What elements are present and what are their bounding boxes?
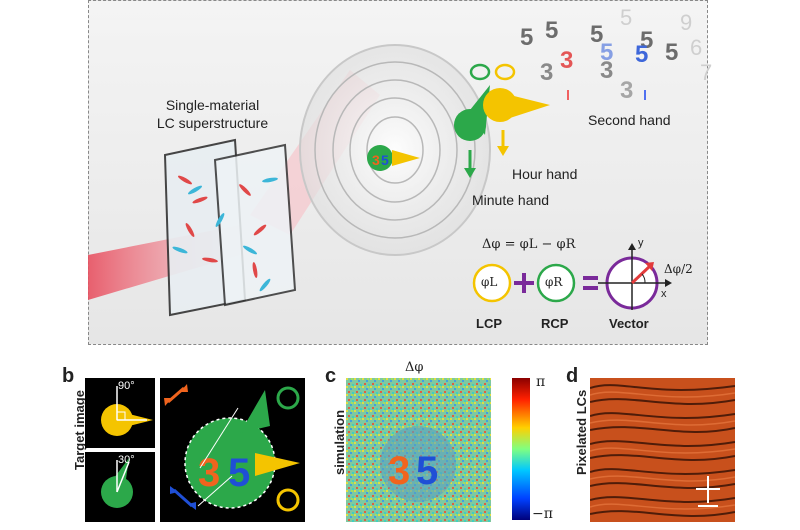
panel-c-letter: c (325, 365, 337, 387)
superstructure-line1: Single-material (165, 97, 260, 113)
rcp-circle (536, 263, 576, 303)
lcp-circle (472, 263, 512, 303)
svg-text:5: 5 (665, 39, 678, 66)
svg-text:3: 3 (372, 152, 380, 168)
vector-label: Vector (609, 316, 649, 331)
hour-target-tile (85, 378, 155, 448)
superstructure-label: Single-material LC superstructure (145, 96, 280, 132)
svg-text:3: 3 (388, 449, 410, 493)
polarizer-cross (696, 476, 720, 503)
combined-target-tile: 3 5 (160, 378, 305, 522)
svg-text:5: 5 (640, 27, 653, 54)
rcp-loop (494, 63, 516, 81)
rcp-label: RCP (541, 316, 569, 331)
svg-text:5: 5 (520, 24, 533, 51)
phase-equation: Δφ = φL − φR (482, 237, 576, 252)
panel-d-ylabel: Pixelated LCs (574, 389, 589, 475)
svg-text:3: 3 (560, 47, 573, 74)
angle-30-label: 30° (118, 454, 135, 466)
panel-c-ylabel: simulation (332, 409, 347, 475)
svg-text:5: 5 (600, 39, 613, 66)
panel-b-letter: b (62, 365, 75, 387)
svg-text:3: 3 (620, 77, 633, 104)
panel-d-letter: d (566, 365, 579, 387)
axis-x-label: x (661, 288, 667, 300)
svg-text:5: 5 (228, 451, 250, 495)
svg-text:5: 5 (635, 41, 648, 68)
second-hand-digits: 5 5 5 5 5 3 3 3 3 5 5 (520, 17, 678, 104)
hologram-disc (299, 44, 491, 256)
delta-half-label: Δφ/2 (664, 262, 693, 276)
plus-sign (514, 273, 534, 293)
angle-90-label: 90° (118, 380, 135, 392)
small-hour-hand (392, 150, 420, 166)
hour-hand-label: Hour hand (512, 166, 578, 182)
svg-text:6: 6 (690, 35, 702, 60)
second-hand-label: Second hand (588, 112, 671, 128)
svg-text:7: 7 (700, 60, 712, 85)
vector-arrow (630, 264, 652, 285)
simulation-map: 3 5 (346, 378, 491, 522)
minute-hand-label: Minute hand (472, 192, 550, 208)
svg-text:5: 5 (620, 5, 632, 30)
panel-a-illustration: 3 5 5 5 5 5 5 3 3 3 3 5 5 9 6 7 5 (88, 5, 712, 317)
pixelated-lc-micrograph (590, 378, 735, 522)
colorbar-max-label: π (536, 374, 546, 390)
svg-text:5: 5 (545, 17, 558, 44)
svg-text:5: 5 (381, 152, 389, 168)
colorbar (512, 378, 530, 520)
equals-sign (583, 276, 598, 290)
colorbar-min-label: −π (532, 506, 553, 522)
svg-text:3: 3 (600, 57, 613, 84)
panel-c-title: Δφ (405, 360, 424, 375)
svg-text:9: 9 (680, 10, 692, 35)
svg-text:5: 5 (416, 449, 438, 493)
lcp-label: LCP (476, 316, 502, 331)
axis-y-label: y (638, 237, 644, 249)
hour-hand-arrow (510, 95, 550, 118)
superstructure-line2: LC superstructure (156, 115, 269, 131)
phi-l-label: φL (481, 275, 498, 289)
svg-text:3: 3 (540, 59, 553, 86)
phi-r-label: φR (545, 275, 563, 289)
lc-molecules (178, 175, 267, 278)
lcp-loop (469, 63, 491, 81)
minute-target-tile (85, 452, 155, 522)
svg-text:5: 5 (590, 21, 603, 48)
lc-molecules-cyan (172, 177, 278, 292)
small-clock-face (367, 145, 393, 171)
second-hand-ghosts: 9 6 7 5 (620, 5, 712, 85)
svg-text:3: 3 (198, 451, 220, 495)
hour-hand-circle (483, 88, 517, 122)
lc-plate-front (213, 143, 297, 307)
